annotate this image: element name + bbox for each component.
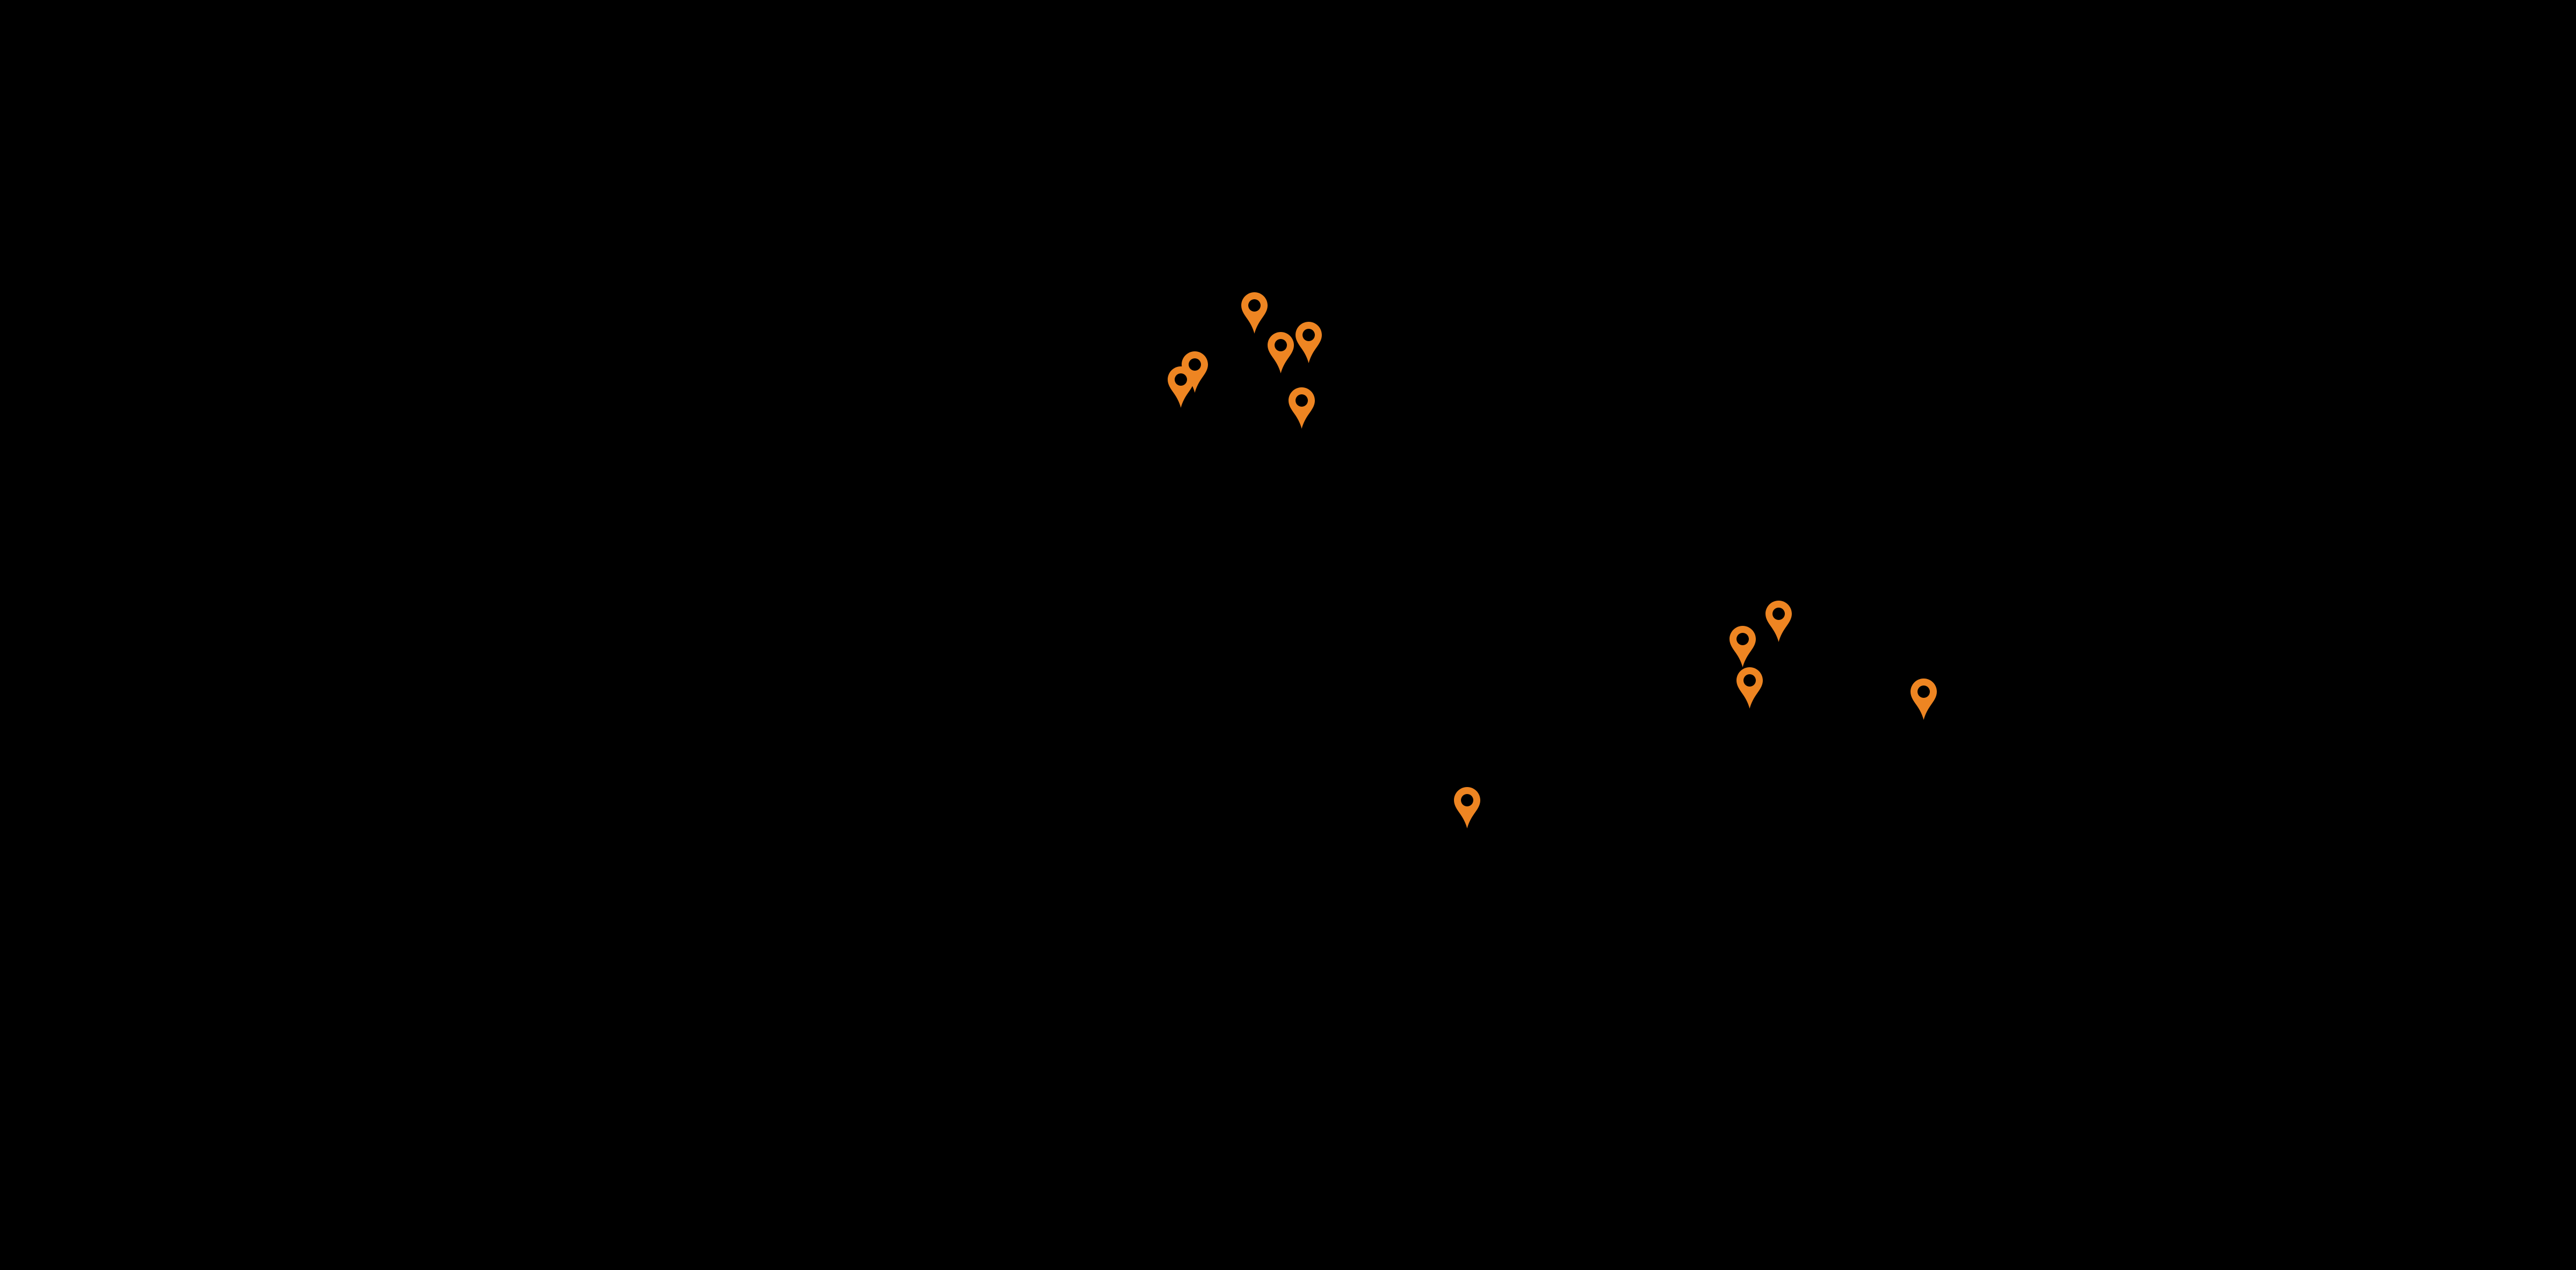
map-pin-south-1[interactable]	[1453, 787, 1480, 828]
map-pin-east-1[interactable]	[1765, 601, 1792, 642]
map-pin-icon	[1241, 292, 1268, 334]
map-pin-east-4[interactable]	[1910, 679, 1937, 720]
map-pin-icon	[1910, 679, 1937, 720]
map-pin-icon	[1167, 366, 1194, 408]
map-pin-northwest-5[interactable]	[1181, 351, 1208, 393]
map-pin-icon	[1288, 387, 1315, 429]
map-pin-northwest-4[interactable]	[1288, 387, 1315, 429]
map-pin-icon	[1765, 601, 1792, 642]
map-pin-east-3[interactable]	[1736, 667, 1763, 709]
map-pin-icon	[1295, 322, 1322, 363]
map-pin-east-2[interactable]	[1729, 626, 1756, 667]
map-pin-northwest-6[interactable]	[1167, 366, 1194, 408]
map-pin-icon	[1453, 787, 1480, 828]
map-pin-icon	[1736, 667, 1763, 709]
map-pin-northwest-1[interactable]	[1241, 292, 1268, 334]
map-pin-icon	[1729, 626, 1756, 667]
map-pin-icon	[1181, 351, 1208, 393]
map-pin-northwest-3[interactable]	[1295, 322, 1322, 363]
map-pin-icon	[1267, 332, 1294, 373]
map-pin-northwest-2[interactable]	[1267, 332, 1294, 373]
